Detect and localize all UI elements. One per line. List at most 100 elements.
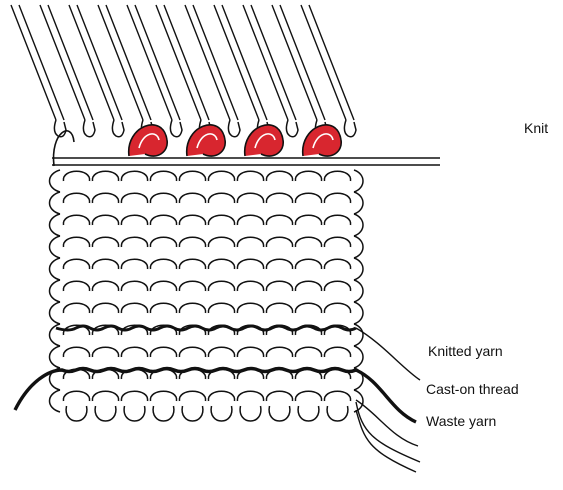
label-cast-on-thread: Cast-on thread bbox=[426, 381, 519, 397]
needle bbox=[156, 5, 211, 137]
stitch-loop bbox=[295, 193, 321, 203]
label-knit: Knit bbox=[524, 120, 548, 136]
needle bbox=[272, 5, 327, 137]
stitch-loop bbox=[121, 281, 147, 291]
stitch-loop bbox=[150, 171, 176, 181]
stitch-loop bbox=[266, 347, 292, 357]
selvedge-right bbox=[354, 214, 363, 236]
stitch-loop bbox=[237, 347, 263, 357]
highlight-loop bbox=[245, 125, 284, 156]
stitch-loop bbox=[295, 391, 321, 401]
stitch-loop bbox=[150, 237, 176, 247]
stitch-loop bbox=[63, 259, 89, 269]
stitch-loop bbox=[208, 215, 234, 225]
stitch-loop bbox=[92, 259, 118, 269]
stitch-loop bbox=[208, 171, 234, 181]
stitch-loop bbox=[179, 237, 205, 247]
stitch-loop bbox=[208, 259, 234, 269]
stitch-loop bbox=[121, 347, 147, 357]
selvedge-left bbox=[50, 390, 61, 412]
stitch-loop bbox=[237, 171, 263, 181]
stitch-loop bbox=[92, 171, 118, 181]
stitch-loop bbox=[266, 303, 292, 313]
bottom-loop bbox=[240, 406, 261, 421]
stitch-loop bbox=[179, 391, 205, 401]
stitch-loop bbox=[324, 391, 350, 401]
stitch-loop bbox=[324, 259, 350, 269]
needle bbox=[243, 5, 298, 137]
stitch-loop bbox=[324, 303, 350, 313]
stitch-loop bbox=[63, 237, 89, 247]
waste-yarn-tail bbox=[356, 402, 420, 462]
stitch-loop bbox=[179, 303, 205, 313]
stitch-loop bbox=[295, 259, 321, 269]
label-knitted-yarn: Knitted yarn bbox=[428, 343, 503, 359]
bottom-loop bbox=[182, 406, 203, 421]
bottom-loop bbox=[66, 406, 87, 421]
highlight-loop bbox=[303, 125, 342, 156]
bottom-loop bbox=[269, 406, 290, 421]
stitch-loop bbox=[179, 347, 205, 357]
stitch-loop bbox=[237, 391, 263, 401]
stitch-loop bbox=[92, 303, 118, 313]
stitch-loop bbox=[295, 347, 321, 357]
stitch-loop bbox=[92, 347, 118, 357]
selvedge-left bbox=[50, 170, 61, 192]
stitch-loop bbox=[150, 347, 176, 357]
needle bbox=[214, 5, 269, 137]
stitch-loop bbox=[295, 215, 321, 225]
stitch-loop bbox=[63, 171, 89, 181]
stitch-loop bbox=[63, 391, 89, 401]
stitch-loop bbox=[266, 391, 292, 401]
selvedge-left bbox=[50, 192, 61, 214]
stitch-loop bbox=[324, 215, 350, 225]
needle bbox=[127, 5, 182, 137]
selvedge-right bbox=[354, 236, 363, 258]
stitch-loop bbox=[208, 347, 234, 357]
stitch-loop bbox=[237, 193, 263, 203]
selvedge-right bbox=[354, 346, 363, 368]
stitch-loop bbox=[92, 237, 118, 247]
stitch-loop bbox=[324, 171, 350, 181]
stitch-loop bbox=[121, 303, 147, 313]
selvedge-right bbox=[354, 302, 363, 324]
stitch-loop bbox=[150, 215, 176, 225]
stitch-loop bbox=[179, 193, 205, 203]
stitch-loop bbox=[179, 215, 205, 225]
highlight-loop bbox=[187, 125, 226, 156]
stitch-loop bbox=[237, 281, 263, 291]
needle bbox=[11, 5, 66, 137]
stitch-loop bbox=[208, 193, 234, 203]
selvedge-left bbox=[50, 258, 61, 280]
stitch-loop bbox=[208, 303, 234, 313]
stitch-loop bbox=[121, 391, 147, 401]
stitch-loop bbox=[179, 171, 205, 181]
stitch-loop bbox=[150, 281, 176, 291]
stitch-loop bbox=[237, 215, 263, 225]
stitch-loop bbox=[121, 193, 147, 203]
needle bbox=[69, 5, 124, 137]
bottom-loop bbox=[124, 406, 145, 421]
stitch-loop bbox=[266, 281, 292, 291]
selvedge-left bbox=[50, 214, 61, 236]
stitch-loop bbox=[121, 171, 147, 181]
selvedge-right bbox=[354, 170, 363, 192]
needle bbox=[301, 5, 356, 137]
needle bbox=[185, 5, 240, 137]
stitch-loop bbox=[92, 391, 118, 401]
needle bbox=[98, 5, 153, 137]
selvedge-left bbox=[50, 346, 61, 368]
bottom-loop bbox=[153, 406, 174, 421]
stitch-loop bbox=[295, 171, 321, 181]
label-waste-yarn: Waste yarn bbox=[426, 413, 496, 429]
stitch-loop bbox=[237, 259, 263, 269]
stitch-loop bbox=[295, 281, 321, 291]
stitch-loop bbox=[208, 391, 234, 401]
waste-yarn-lead bbox=[356, 400, 418, 446]
stitch-loop bbox=[266, 171, 292, 181]
stitch-loop bbox=[266, 215, 292, 225]
stitch-loop bbox=[179, 281, 205, 291]
stitch-loop bbox=[324, 193, 350, 203]
stitch-loop bbox=[150, 391, 176, 401]
stitch-loop bbox=[237, 303, 263, 313]
